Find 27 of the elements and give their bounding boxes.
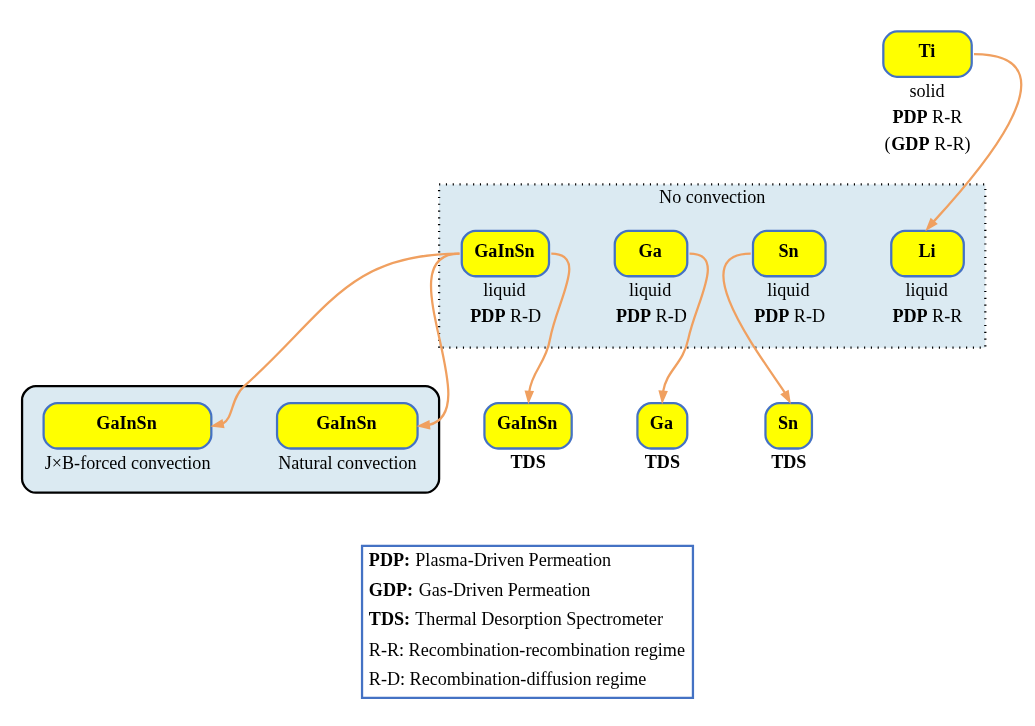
- arrow: [658, 251, 709, 404]
- node-label: PDP R-D: [754, 305, 826, 326]
- node-label: PDP R-R: [892, 106, 963, 127]
- node-label: Natural convection: [278, 452, 417, 473]
- label: R-R: Recombination-recombination regime: [368, 639, 685, 660]
- node-label: TDS: [771, 451, 807, 472]
- node-label: liquid: [767, 279, 810, 300]
- arrow: [210, 251, 460, 428]
- label: TDS: Thermal Desorption Spectrometer: [368, 608, 663, 629]
- arrow: [524, 251, 571, 404]
- node-label: (GDP R-R): [884, 133, 971, 154]
- node-label: PDP R-D: [470, 305, 542, 326]
- node-label: solid: [909, 80, 945, 101]
- node-label: PDP R-D: [615, 305, 687, 326]
- node-label: TDS: [510, 451, 546, 472]
- node-label: J×B-forced convection: [44, 452, 211, 473]
- label: GDP: Gas-Driven Permeation: [368, 579, 591, 600]
- cluster: [20, 384, 441, 494]
- arrow: [925, 52, 1022, 231]
- node-label: liquid: [905, 279, 948, 300]
- node-label: PDP R-R: [892, 305, 963, 326]
- label: R-D: Recombination-diffusion regime: [368, 668, 647, 689]
- node-label: liquid: [483, 279, 526, 300]
- node-label: TDS: [644, 451, 681, 472]
- node-label: liquid: [628, 279, 672, 300]
- arrow: [722, 251, 791, 404]
- label: PDP: Plasma-Driven Permeation: [368, 549, 612, 570]
